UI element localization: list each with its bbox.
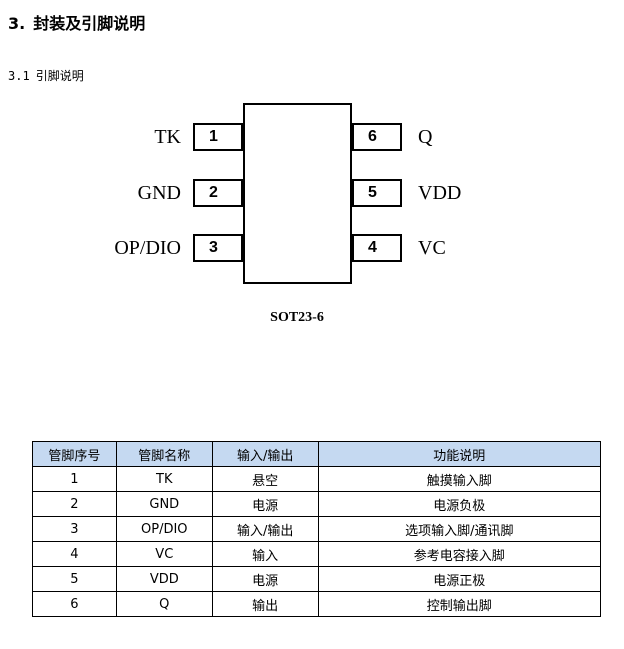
pin-number-5: 5 [368, 184, 377, 201]
pin-label-5: VDD [418, 182, 462, 204]
cell-pin-number: 3 [32, 516, 117, 542]
pin-number-3: 3 [209, 239, 218, 256]
pin-number-2: 2 [209, 184, 218, 201]
cell-pin-name: TK [115, 466, 213, 492]
pin-box-2: 2 [193, 179, 243, 207]
cell-function: 控制输出脚 [317, 591, 602, 617]
cell-io: 输出 [211, 591, 319, 617]
package-label: SOT23-6 [270, 310, 324, 325]
cell-function: 电源正极 [317, 566, 602, 592]
cell-pin-name: OP/DIO [115, 516, 213, 542]
section-title: 封装及引脚说明 [33, 14, 146, 33]
table-row: 6 Q 输出 控制输出脚 [32, 591, 602, 617]
cell-io: 输入 [211, 541, 319, 567]
table-row: 5 VDD 电源 电源正极 [32, 566, 602, 592]
cell-pin-number: 1 [32, 466, 117, 492]
cell-pin-number: 4 [32, 541, 117, 567]
cell-pin-name: VC [115, 541, 213, 567]
pin-label-3: OP/DIO [114, 237, 181, 259]
header-pin-name: 管脚名称 [115, 441, 213, 467]
pin-box-6: 6 [352, 123, 402, 151]
cell-pin-number: 6 [32, 591, 117, 617]
header-io: 输入/输出 [211, 441, 319, 467]
pin-box-4: 4 [352, 234, 402, 262]
section-heading: 3. 封装及引脚说明 [8, 10, 145, 34]
pin-label-1: TK [154, 126, 181, 148]
table-row: 3 OP/DIO 输入/输出 选项输入脚/通讯脚 [32, 516, 602, 542]
pin-number-4: 4 [368, 239, 377, 256]
table-row: 1 TK 悬空 触摸输入脚 [32, 466, 602, 492]
cell-function: 选项输入脚/通讯脚 [317, 516, 602, 542]
section-number: 3. [8, 14, 26, 33]
subsection-heading: 3.1 引脚说明 [8, 67, 84, 84]
table-row: 4 VC 输入 参考电容接入脚 [32, 541, 602, 567]
cell-io: 悬空 [211, 466, 319, 492]
chip-body [243, 103, 352, 284]
pin-label-6: Q [418, 126, 433, 148]
pin-table: 管脚序号 管脚名称 输入/输出 功能说明 1 TK 悬空 触摸输入脚 2 GND… [32, 441, 602, 617]
pin-box-5: 5 [352, 179, 402, 207]
cell-pin-name: VDD [115, 566, 213, 592]
pin-box-3: 3 [193, 234, 243, 262]
cell-pin-name: GND [115, 491, 213, 517]
cell-pin-number: 5 [32, 566, 117, 592]
header-pin-number: 管脚序号 [32, 441, 117, 467]
cell-function: 电源负极 [317, 491, 602, 517]
cell-pin-number: 2 [32, 491, 117, 517]
header-function: 功能说明 [317, 441, 602, 467]
subsection-title: 引脚说明 [35, 69, 84, 83]
pin-number-1: 1 [209, 128, 218, 145]
subsection-number: 3.1 [8, 69, 30, 83]
table-header-row: 管脚序号 管脚名称 输入/输出 功能说明 [32, 441, 602, 467]
cell-pin-name: Q [115, 591, 213, 617]
cell-io: 电源 [211, 566, 319, 592]
pin-box-1: 1 [193, 123, 243, 151]
pin-label-2: GND [137, 182, 181, 204]
pin-label-4: VC [418, 237, 446, 259]
cell-function: 触摸输入脚 [317, 466, 602, 492]
table-row: 2 GND 电源 电源负极 [32, 491, 602, 517]
pin-number-6: 6 [368, 128, 377, 145]
cell-io: 输入/输出 [211, 516, 319, 542]
cell-io: 电源 [211, 491, 319, 517]
cell-function: 参考电容接入脚 [317, 541, 602, 567]
